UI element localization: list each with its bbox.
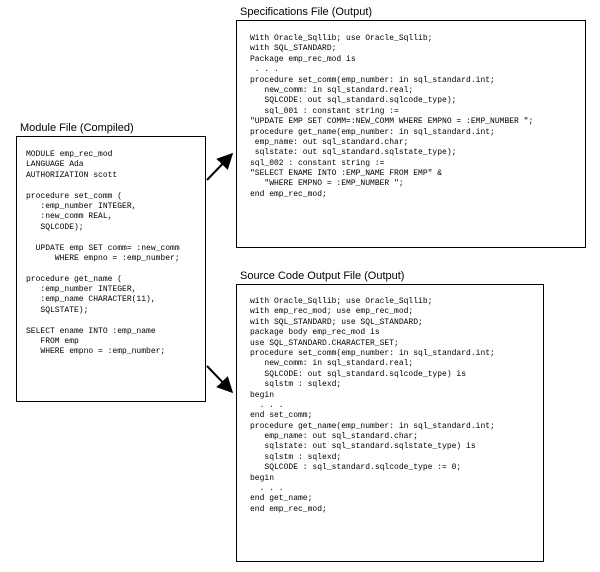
spec-code-line: "SELECT ENAME INTO :EMP_NAME FROM EMP" &	[250, 169, 443, 179]
module-code-line: MODULE emp_rec_mod	[26, 150, 113, 159]
spec-code-line: Package emp_rec_mod is	[250, 54, 356, 64]
spec-file-title: Specifications File (Output)	[240, 6, 373, 18]
module-code-line: procedure set_comm (	[26, 191, 123, 201]
source-code-line: with Oracle_Sqllib; use Oracle_Sqllib;	[250, 297, 433, 306]
spec-code-line: With Oracle_Sqllib; use Oracle_Sqllib;	[250, 34, 433, 43]
source-code-line: sqlstate: out sql_standard.sqlstate_type…	[250, 442, 476, 452]
module-code-line: SQLSTATE);	[26, 305, 89, 315]
module-code-line: UPDATE emp SET comm= :new_comm	[26, 243, 180, 253]
spec-code-line: sql_002 : constant string :=	[250, 158, 385, 168]
module-code-line: WHERE empno = :emp_number;	[26, 253, 180, 263]
source-code-line: sqlstm : sqlexd;	[250, 452, 342, 462]
arrow-to-spec	[206, 152, 234, 181]
module-code-line: AUTHORIZATION scott	[26, 170, 118, 180]
module-code-line: FROM emp	[26, 337, 79, 347]
source-file-title: Source Code Output File (Output)	[240, 270, 405, 282]
spec-code-line: sql_001 : constant string :=	[250, 106, 399, 116]
source-code-line: sqlstm : sqlexd;	[250, 380, 342, 390]
arrow-to-source	[206, 365, 234, 394]
source-file-code: with Oracle_Sqllib; use Oracle_Sqllib;wi…	[250, 297, 495, 515]
source-code-line: . . .	[250, 484, 284, 494]
module-code-line: procedure get_name (	[26, 274, 123, 284]
source-code-line: procedure get_name(emp_number: in sql_st…	[250, 421, 495, 431]
source-code-line: begin	[250, 390, 275, 400]
module-code-line: :emp_name CHARACTER(11),	[26, 295, 156, 305]
source-code-line: end set_comm;	[250, 411, 313, 421]
module-code-line: SQLCODE);	[26, 222, 84, 232]
module-code-line: :emp_number INTEGER,	[26, 201, 137, 211]
module-code-line: WHERE empno = :emp_number;	[26, 347, 166, 357]
spec-code-line: sqlstate: out sql_standard.sqlstate_type…	[250, 148, 457, 158]
module-code-line: :emp_number INTEGER,	[26, 285, 137, 295]
spec-code-line: with SQL_STANDARD;	[250, 44, 337, 54]
module-code-line: LANGUAGE Ada	[26, 160, 84, 170]
source-code-line: with SQL_STANDARD; use SQL_STANDARD;	[250, 317, 423, 327]
spec-code-line: new_comm: in sql_standard.real;	[250, 85, 414, 95]
spec-code-line: end emp_rec_mod;	[250, 189, 327, 199]
spec-code-line: procedure set_comm(emp_number: in sql_st…	[250, 75, 495, 85]
spec-code-line: procedure get_name(emp_number: in sql_st…	[250, 127, 495, 137]
source-code-line: new_comm: in sql_standard.real;	[250, 359, 414, 369]
module-code-line: :new_comm REAL,	[26, 212, 113, 222]
source-file-box: with Oracle_Sqllib; use Oracle_Sqllib;wi…	[236, 284, 544, 562]
source-code-line: package body emp_rec_mod is	[250, 328, 380, 338]
module-code-line: SELECT ename INTO :emp_name	[26, 326, 156, 336]
source-code-line: emp_name: out sql_standard.char;	[250, 432, 419, 442]
source-code-line: end get_name;	[250, 494, 313, 504]
spec-code-line: . . .	[250, 65, 279, 75]
spec-code-line: "WHERE EMPNO = :EMP_NUMBER ";	[250, 179, 404, 189]
spec-code-line: "UPDATE EMP SET COMM=:NEW_COMM WHERE EMP…	[250, 117, 534, 127]
source-code-line: procedure set_comm(emp_number: in sql_st…	[250, 348, 495, 358]
module-file-title: Module File (Compiled)	[20, 122, 134, 134]
source-code-line: SQLCODE: out sql_standard.sqlcode_type) …	[250, 369, 467, 379]
spec-code-line: SQLCODE: out sql_standard.sqlcode_type);	[250, 96, 457, 106]
source-code-line: end emp_rec_mod;	[250, 504, 327, 514]
spec-code-line: emp_name: out sql_standard.char;	[250, 137, 409, 147]
source-code-line: . . .	[250, 400, 284, 410]
spec-file-box: With Oracle_Sqllib; use Oracle_Sqllib;wi…	[236, 20, 586, 248]
source-code-line: use SQL_STANDARD.CHARACTER_SET;	[250, 338, 399, 348]
source-code-line: begin	[250, 473, 275, 483]
source-code-line: with emp_rec_mod; use emp_rec_mod;	[250, 307, 414, 317]
spec-file-code: With Oracle_Sqllib; use Oracle_Sqllib;wi…	[250, 34, 533, 200]
source-code-line: SQLCODE : sql_standard.sqlcode_type := 0…	[250, 463, 462, 473]
